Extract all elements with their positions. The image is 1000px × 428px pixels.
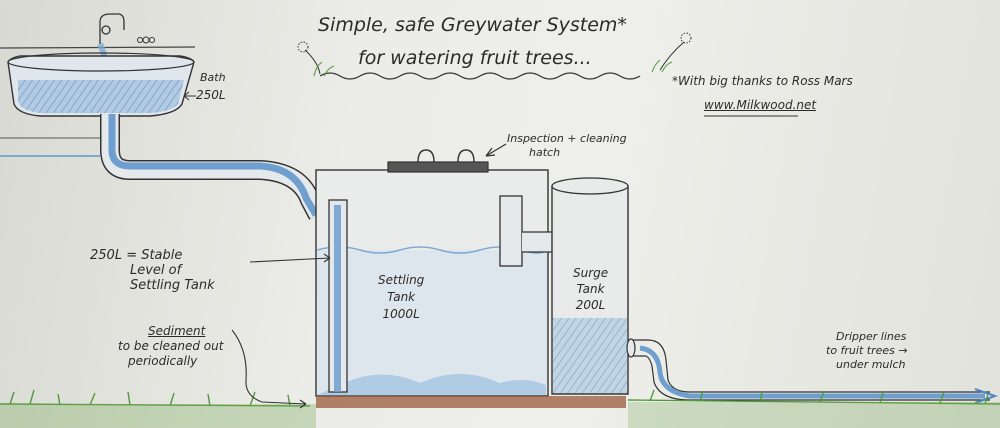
sediment-arrow [231, 329, 307, 409]
stable-label-line-2: Level of [130, 263, 182, 278]
grass-fill-right [628, 402, 1000, 428]
bath-tub [7, 52, 195, 117]
inspection-arrow [485, 143, 507, 157]
stable-label-line-1: 250L = Stable [90, 248, 183, 263]
dripper-lines-label: Dripper lines to fruit trees → under mul… [826, 330, 908, 372]
sediment-label: Sediment to be cleaned out periodically [118, 324, 223, 369]
stable-label-line-3: Settling Tank [130, 278, 215, 293]
settling-label-line-1: Settling [378, 273, 425, 287]
sediment-soil [316, 396, 626, 408]
sediment-label-line-2: to be cleaned out [118, 339, 224, 353]
website-text: www.Milkwood.net [704, 98, 817, 112]
surge-label-line-3: 200L [575, 298, 606, 312]
stable-level-arrow [249, 253, 331, 263]
dripper-outlet-pipe [626, 338, 999, 404]
bath-capacity-label: 250L [196, 88, 226, 102]
surge-tank [551, 177, 629, 395]
inspection-label-line-1: Inspection + cleaning [507, 132, 627, 145]
surge-label-line-1: Surge [573, 266, 609, 280]
title-underline [319, 72, 641, 80]
surge-tank-label: Surge Tank 200L [573, 265, 608, 313]
grass-ground [0, 389, 1000, 407]
title-line-1: Simple, safe Greywater System* [318, 14, 627, 36]
tap-icon [99, 13, 125, 44]
inspection-hatch-label: Inspection + cleaning hatch [507, 132, 627, 160]
dandelion-right-icon [651, 32, 692, 73]
stable-level-label: 250L = Stable Level of Settling Tank [90, 248, 215, 293]
dandelion-left-icon [297, 41, 335, 77]
flower-icon [137, 36, 155, 44]
sediment-label-line-3: periodically [128, 354, 198, 368]
bath-label: Bath [200, 71, 226, 84]
inspection-label-line-2: hatch [529, 146, 561, 159]
title-line-2: for watering fruit trees... [358, 47, 592, 69]
inlet-down-pipe [328, 199, 348, 393]
dripper-label-line-2: to fruit trees → [826, 344, 908, 357]
bath-label-arrow [183, 91, 196, 101]
settling-tank-label: Settling Tank 1000L [378, 272, 424, 323]
bath-outlet-pipe [100, 114, 327, 220]
settling-label-line-3: 1000L [382, 307, 420, 321]
surge-label-line-2: Tank [576, 282, 605, 296]
settling-label-line-2: Tank [387, 290, 416, 304]
dripper-label-line-1: Dripper lines [836, 330, 907, 343]
settling-tank [315, 169, 549, 397]
wall-line [0, 46, 196, 49]
thanks-note: *With big thanks to Ross Mars [672, 74, 853, 88]
grass-fill-left [0, 404, 316, 428]
sediment-label-line-1: Sediment [148, 324, 206, 338]
inspection-hatch [387, 149, 489, 173]
dripper-label-line-3: under mulch [836, 358, 906, 371]
